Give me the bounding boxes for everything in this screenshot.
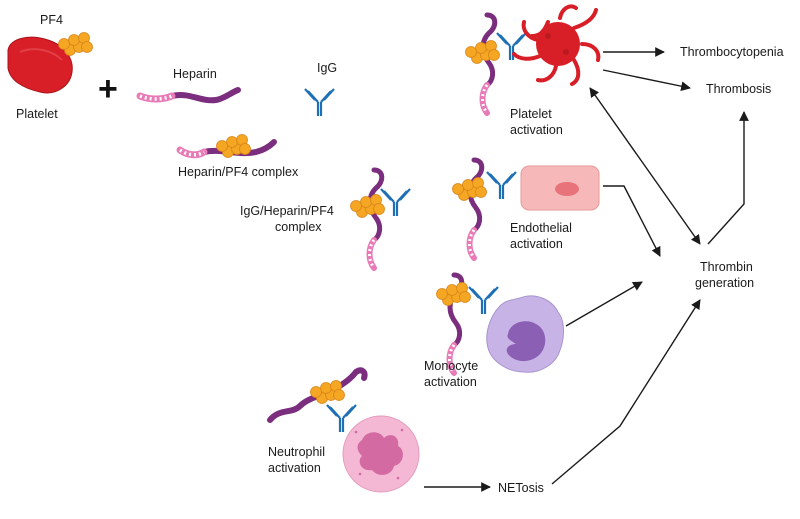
- netosis-label: NETosis: [498, 481, 544, 495]
- heparin-label: Heparin: [173, 67, 217, 81]
- heparin-pf4-complex: [176, 134, 277, 159]
- igg-antibody: [303, 87, 336, 118]
- arrow-monocyte-to-thrombin: [565, 281, 643, 327]
- igg-heparin-pf4-complex: [350, 170, 412, 268]
- endothelial-activation-complex: [452, 160, 518, 258]
- arrow-thrombin-to-thrombosis: [707, 111, 749, 245]
- pf4-label: PF4: [40, 13, 63, 27]
- activated-platelet: [512, 4, 601, 86]
- platelet-shape: [7, 36, 73, 94]
- neutrophil-activation-label-line1: Neutrophil: [268, 445, 325, 459]
- neutrophil-cell: [342, 415, 420, 493]
- thrombin-generation-label-line2: generation: [695, 276, 754, 290]
- igg-complex-label-line1: IgG/Heparin/PF4: [240, 204, 334, 218]
- heparin-strand: [136, 87, 241, 104]
- monocyte-activation-label-line2: activation: [424, 375, 477, 389]
- plus-sign: +: [98, 70, 118, 108]
- igg-complex-label-line2: complex: [275, 220, 322, 234]
- thrombocytopenia-label: Thrombocytopenia: [680, 45, 784, 59]
- neutrophil-activation-complex: [267, 367, 368, 434]
- monocyte-activation-label-line1: Monocyte: [424, 359, 478, 373]
- endothelial-activation-label-line2: activation: [510, 237, 563, 251]
- arrow-endothelial-to-thrombin: [603, 185, 661, 257]
- arrow-platelet-to-thrombosis: [602, 69, 691, 92]
- arrow-netosis-to-thrombin: [551, 299, 701, 485]
- endothelial-cell: [520, 165, 600, 211]
- igg-label: IgG: [317, 61, 337, 75]
- neutrophil-activation-label-line2: activation: [268, 461, 321, 475]
- platelet-label: Platelet: [16, 107, 58, 121]
- platelet-activation-complex: [465, 15, 528, 113]
- platelet-activation-label-line2: activation: [510, 123, 563, 137]
- monocyte-cell: [486, 295, 564, 373]
- thrombin-generation-label-line1: Thrombin: [700, 260, 753, 274]
- endothelial-activation-label-line1: Endothelial: [510, 221, 572, 235]
- arrow-platelet-thrombin: [589, 87, 701, 245]
- platelet-activation-label-line1: Platelet: [510, 107, 552, 121]
- arrows: [424, 47, 749, 492]
- thrombosis-label: Thrombosis: [706, 82, 771, 96]
- heparin-pf4-complex-label: Heparin/PF4 complex: [178, 165, 299, 179]
